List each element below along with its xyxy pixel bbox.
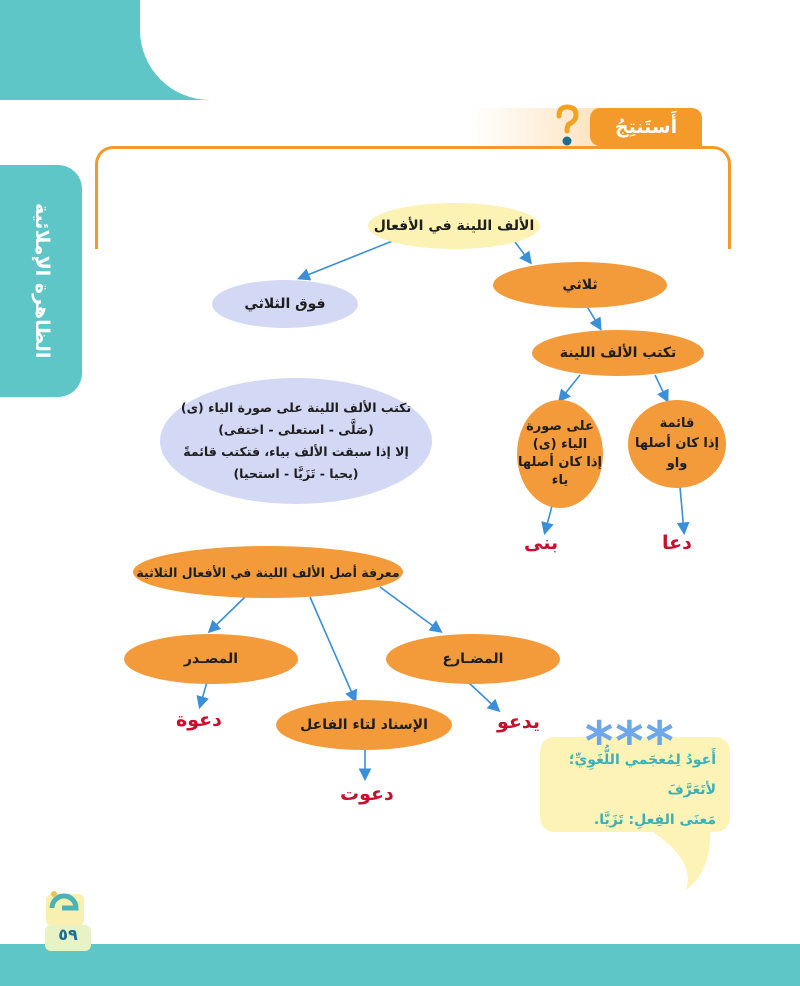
node-isnad: الإسناد لتاء الفاعل bbox=[276, 700, 452, 750]
example-mudari: يدعو bbox=[497, 711, 540, 733]
node-upright-line2: إذا كان أصلها bbox=[635, 434, 719, 454]
node-mudari: المضـارع bbox=[386, 634, 560, 684]
node-rule: تكتب الألف اللينة على صورة الياء (ى) (صَ… bbox=[160, 378, 432, 504]
page-number: ٥٩ bbox=[45, 925, 91, 951]
node-three: ثلاثي bbox=[493, 262, 667, 308]
node-root: الألف اللينة في الأفعال bbox=[368, 203, 540, 249]
node-upright: قائمة إذا كان أصلها واو bbox=[628, 400, 726, 488]
rule-line1: تكتب الألف اللينة على صورة الياء (ى) bbox=[181, 397, 411, 419]
book-logo-icon bbox=[44, 888, 88, 928]
rule-line2: (صَلَّى - استعلى - اختفى) bbox=[218, 419, 374, 441]
node-ya: على صورة الياء (ى) إذا كان أصلها ياء bbox=[517, 400, 603, 508]
node-ya-line3: إذا كان أصلها bbox=[518, 454, 602, 472]
node-knowing: معرفة أصل الألف اللينة في الأفعال الثلاث… bbox=[133, 546, 403, 598]
node-upright-line1: قائمة bbox=[660, 414, 695, 434]
example-masdar: دعوة bbox=[176, 709, 222, 731]
node-ya-line1: على صورة bbox=[526, 418, 594, 436]
node-upright-line3: واو bbox=[667, 454, 688, 474]
example-ya: بنى bbox=[524, 532, 558, 554]
node-above-three: فوق الثلاثي bbox=[212, 280, 358, 328]
node-masdar: المصـدر bbox=[124, 634, 298, 684]
node-ya-line2: الياء (ى) bbox=[533, 436, 588, 454]
bottom-banner bbox=[0, 944, 800, 986]
example-upright: دعا bbox=[662, 532, 692, 554]
node-ya-line4: ياء bbox=[552, 472, 568, 490]
rule-line4: (يحيا - تَزَيَّا - استحيا) bbox=[233, 463, 358, 485]
tip-note-tail bbox=[640, 830, 720, 894]
node-written: تكتب الألف اللينة bbox=[532, 330, 704, 376]
rule-line3: إلا إذا سبقت الألف بياء، فتكتب قائمةً bbox=[183, 441, 409, 463]
example-isnad: دعوت bbox=[340, 783, 394, 805]
stars-icon: *** bbox=[585, 710, 676, 773]
